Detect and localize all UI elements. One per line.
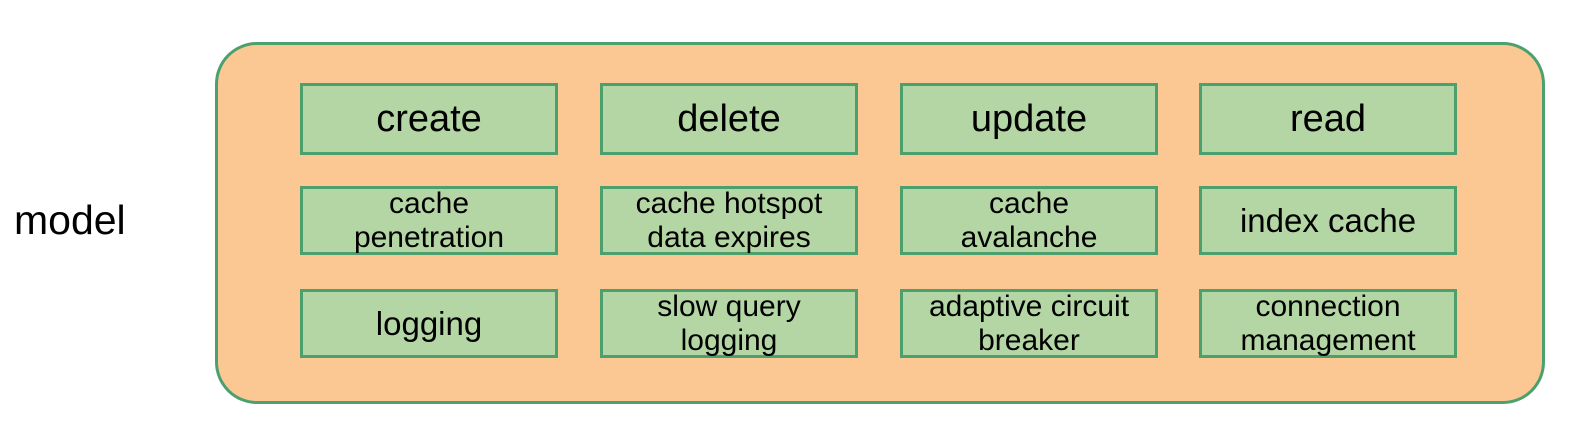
group-label-model: model bbox=[14, 197, 126, 243]
model-container bbox=[215, 42, 1545, 404]
